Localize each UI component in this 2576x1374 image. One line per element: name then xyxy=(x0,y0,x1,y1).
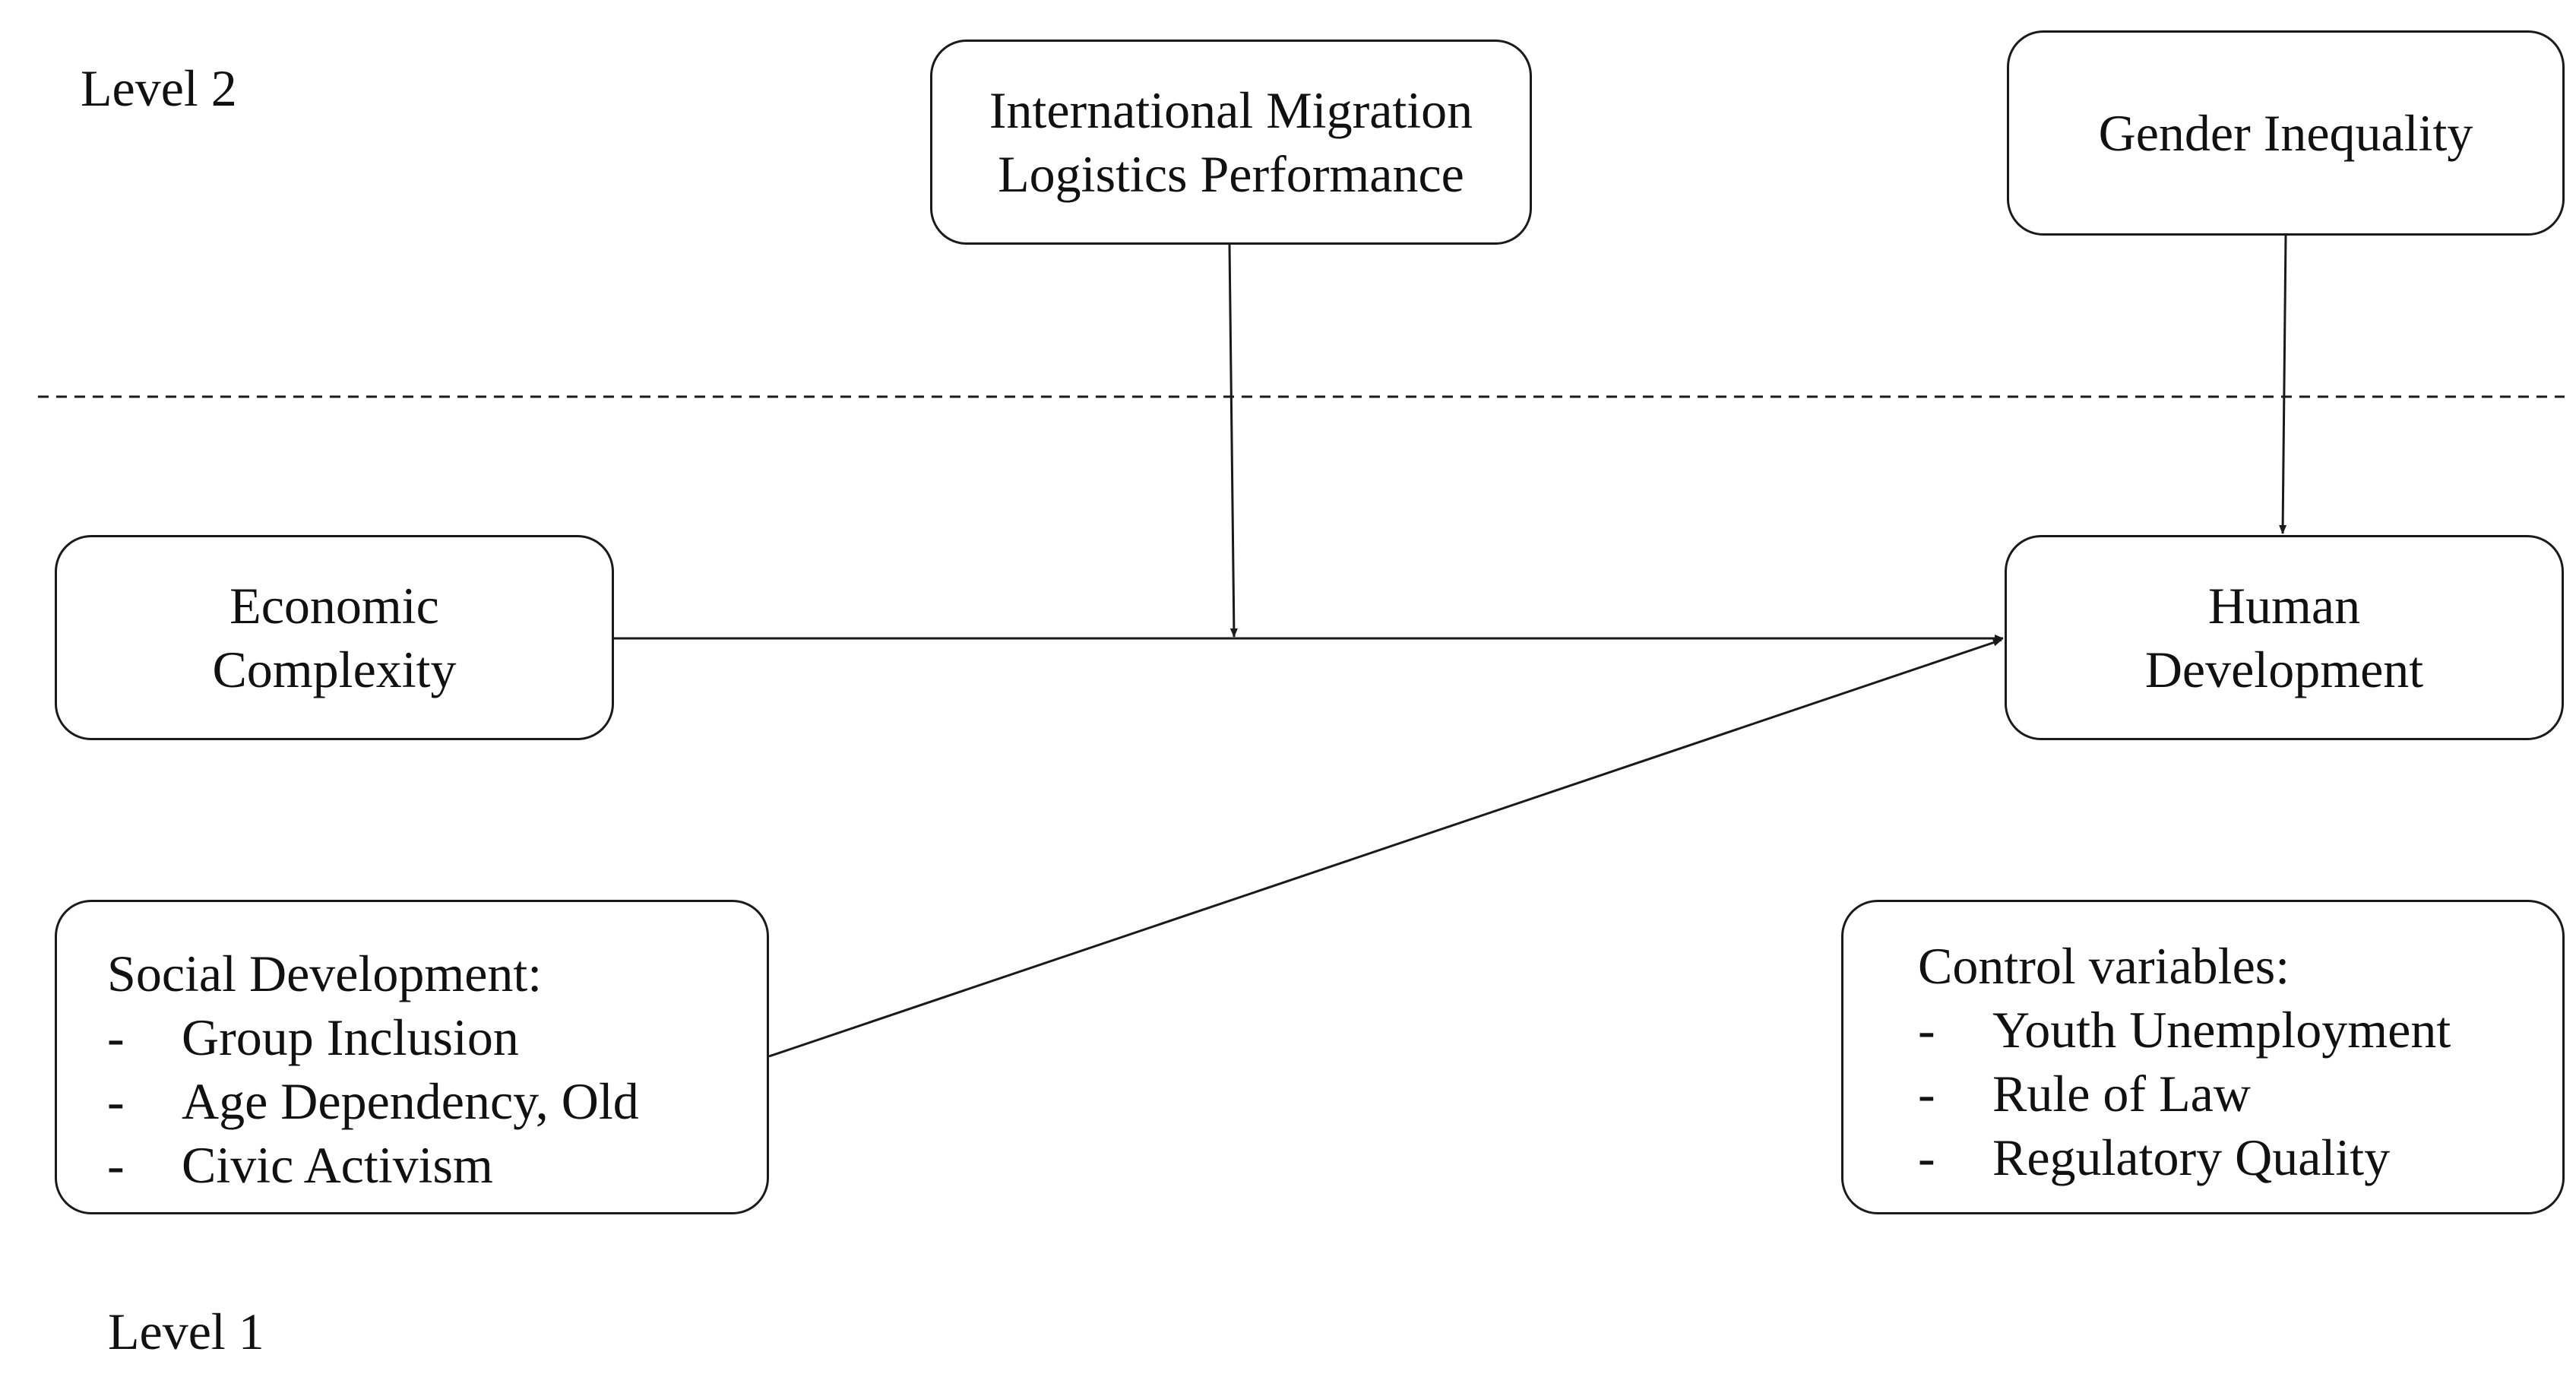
bullet-dash: - xyxy=(107,1136,125,1194)
control-item-label: Rule of Law xyxy=(1992,1065,2251,1122)
bullet-dash: - xyxy=(1918,1065,1935,1122)
level-2-label: Level 2 xyxy=(81,59,237,117)
social-item-label: Civic Activism xyxy=(182,1136,493,1194)
migration-logistics-box: International Migration Logistics Perfor… xyxy=(930,40,1532,245)
bullet-dash: - xyxy=(1918,1001,1935,1059)
economic-complexity-box: Economic Complexity xyxy=(55,535,614,740)
bullet-dash: - xyxy=(1918,1129,1935,1186)
migration-box-line-1: International Migration xyxy=(989,81,1473,139)
economic-box-line-1: Economic xyxy=(229,577,439,635)
social-development-box: Social Development: - Group Inclusion - … xyxy=(55,900,769,1214)
control-box-title: Control variables: xyxy=(1918,937,2290,995)
arrow-migration-moderator xyxy=(1228,244,1238,638)
migration-box-line-2: Logistics Performance xyxy=(998,145,1464,203)
bullet-dash: - xyxy=(107,1072,125,1130)
economic-box-line-2: Complexity xyxy=(212,641,457,698)
arrow-social-to-human xyxy=(768,638,2002,1058)
social-box-title: Social Development: xyxy=(107,945,543,1002)
social-list-item: - Group Inclusion xyxy=(107,1005,767,1069)
social-item-label: Age Dependency, Old xyxy=(182,1072,639,1130)
social-list-item: - Civic Activism xyxy=(107,1133,767,1197)
level-1-label: Level 1 xyxy=(108,1303,264,1360)
bullet-dash: - xyxy=(107,1008,125,1066)
social-list-item: - Age Dependency, Old xyxy=(107,1069,767,1133)
arrow-gender-to-human xyxy=(2279,235,2287,534)
social-item-label: Group Inclusion xyxy=(182,1008,519,1066)
human-box-line-2: Development xyxy=(2144,641,2424,698)
control-item-label: Youth Unemployment xyxy=(1992,1001,2451,1059)
control-item-label: Regulatory Quality xyxy=(1992,1129,2391,1186)
control-list-item: - Youth Unemployment xyxy=(1918,998,2562,1062)
control-list-item: - Rule of Law xyxy=(1918,1062,2562,1125)
gender-box-line-1: Gender Inequality xyxy=(2098,104,2473,162)
human-box-line-1: Human xyxy=(2207,577,2361,635)
control-variables-box: Control variables: - Youth Unemployment … xyxy=(1841,900,2565,1214)
human-development-box: Human Development xyxy=(2005,535,2564,740)
control-list-item: - Regulatory Quality xyxy=(1918,1125,2562,1189)
gender-inequality-box: Gender Inequality xyxy=(2007,30,2565,236)
